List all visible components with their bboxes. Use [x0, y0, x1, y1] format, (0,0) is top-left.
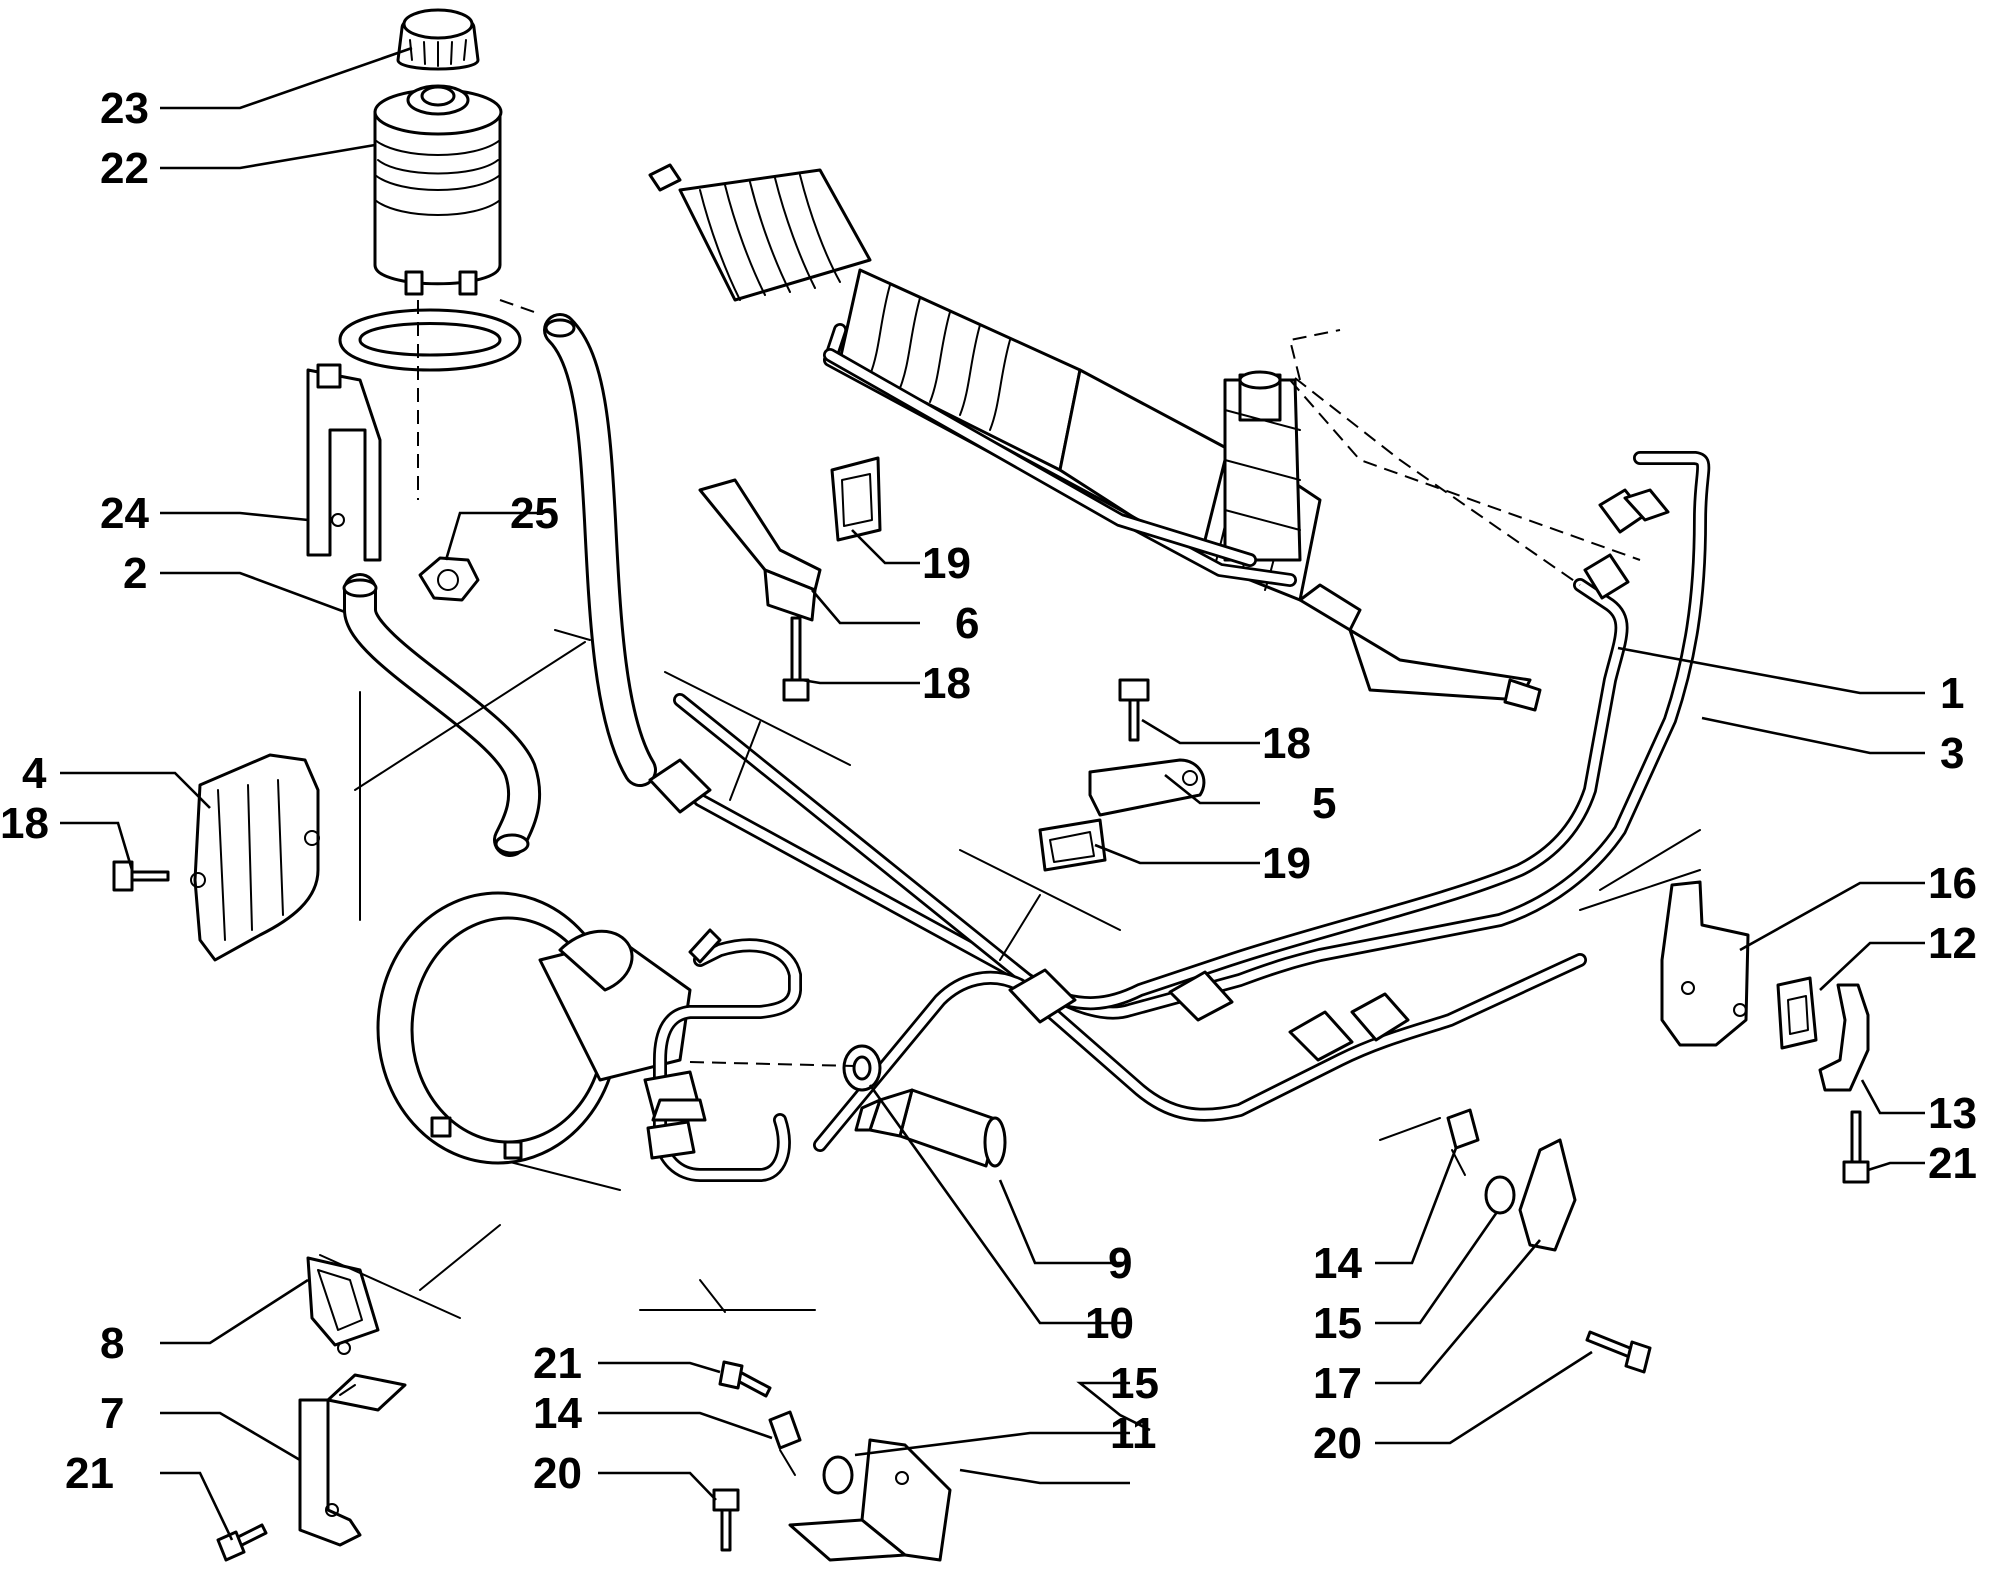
label-24: 24 [100, 489, 149, 538]
bracket-6 [698, 478, 822, 622]
label-18-upper: 18 [922, 659, 971, 708]
label-21-right: 21 [1928, 1139, 1977, 1188]
label-18-left: 18 [0, 799, 49, 848]
pressure-switch-9 [854, 1088, 1007, 1168]
clip-19-upper [830, 456, 882, 542]
reservoir-22 [373, 84, 503, 296]
label-13: 13 [1928, 1089, 1977, 1138]
nut-25 [418, 556, 480, 602]
rack-connection-lines [1288, 329, 1641, 586]
clamp-12 [1776, 976, 1818, 1050]
feed-hose-from-reservoir [543, 313, 657, 787]
label-8: 8 [100, 1319, 124, 1368]
label-20-lower: 20 [533, 1449, 582, 1498]
bolt-18-middle [1118, 678, 1150, 742]
label-17: 17 [1313, 1359, 1362, 1408]
pipe-sleeves [648, 758, 1410, 1062]
bracket-11 [788, 1438, 952, 1562]
clip-14-lower [768, 1410, 802, 1476]
reservoir-cap-23 [396, 8, 480, 71]
lower-return-line [813, 953, 1587, 1152]
bolt-21-right [1842, 1110, 1870, 1184]
washer-10 [689, 1044, 882, 1092]
bracket-5 [1088, 758, 1206, 817]
label-2: 2 [123, 549, 147, 598]
bracket-17 [1518, 1138, 1577, 1252]
bracket-16 [1660, 880, 1750, 1047]
label-21-lower-left: 21 [65, 1449, 114, 1498]
steering-rack [648, 163, 1542, 712]
bolt-21-lower-center [718, 1360, 772, 1398]
bracket-7 [298, 1373, 407, 1547]
reservoir-bracket-24 [306, 299, 541, 562]
label-12: 12 [1928, 919, 1977, 968]
label-25: 25 [510, 489, 559, 538]
label-14-right: 14 [1313, 1239, 1362, 1288]
bolt-20-lower [712, 1488, 740, 1552]
label-19-upper: 19 [922, 539, 971, 588]
label-22: 22 [100, 144, 149, 193]
clip-14-right [1446, 1108, 1480, 1176]
bracket-13 [1818, 983, 1870, 1092]
bolt-18-left [112, 860, 170, 892]
leader-lines [60, 46, 1925, 1541]
label-15-right: 15 [1313, 1299, 1362, 1348]
grommet-15-lower [822, 1455, 854, 1495]
heat-shield-4 [190, 753, 320, 962]
label-21-lower-center: 21 [533, 1339, 582, 1388]
grommet-15-right [1484, 1175, 1516, 1215]
bolt-20-right [1585, 1330, 1652, 1374]
label-19-lower: 19 [1262, 839, 1311, 888]
label-14-lower: 14 [533, 1389, 582, 1438]
label-4: 4 [22, 749, 47, 798]
label-23: 23 [100, 84, 149, 133]
label-9: 9 [1108, 1239, 1132, 1288]
label-16: 16 [1928, 859, 1977, 908]
label-20-right: 20 [1313, 1419, 1362, 1468]
label-18-middle: 18 [1262, 719, 1311, 768]
bolt-18-upper [782, 616, 810, 702]
pressure-line-1 [673, 578, 1629, 1011]
label-7: 7 [100, 1389, 124, 1438]
label-3: 3 [1940, 729, 1964, 778]
section-break-marks [319, 629, 1701, 1319]
label-11: 11 [1110, 1409, 1157, 1458]
supply-line-3 [693, 451, 1711, 1020]
clip-8 [306, 1256, 380, 1355]
bolt-21-lower-left [216, 1523, 268, 1562]
label-1: 1 [1940, 669, 1964, 718]
pump-outlet-pipe [643, 928, 802, 1182]
clip-19-lower [1038, 818, 1107, 872]
return-hose-2 [342, 573, 542, 857]
label-15-lower: 15 [1110, 1359, 1159, 1408]
line-fittings [1583, 488, 1670, 600]
power-steering-pump [376, 891, 692, 1165]
part-number-labels: 23 22 24 25 2 4 18 19 6 18 18 5 19 1 3 1… [0, 84, 1977, 1498]
label-5: 5 [1312, 779, 1336, 828]
label-10: 10 [1085, 1299, 1134, 1348]
label-6: 6 [955, 599, 979, 648]
